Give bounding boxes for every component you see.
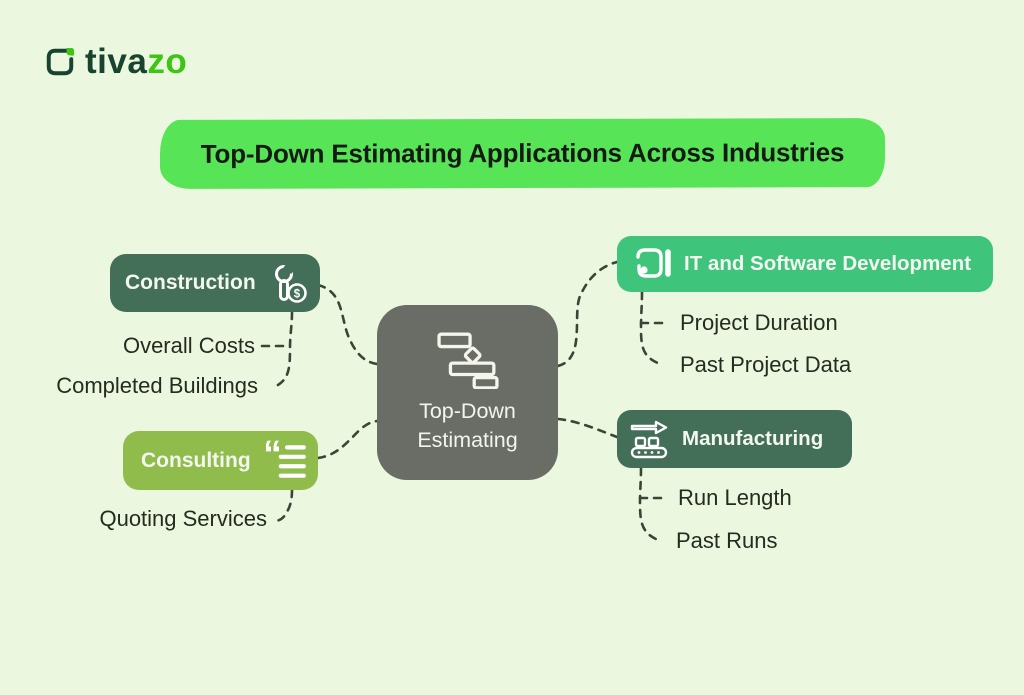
item-completed-buildings: Completed Buildings — [56, 373, 258, 398]
branch-manufacturing-label: Manufacturing — [682, 427, 824, 450]
item-overall-costs: Overall Costs — [122, 333, 255, 358]
center-node-label: Top-Down Estimating — [417, 397, 517, 454]
branch-construction: Construction $ — [110, 254, 320, 312]
branch-consulting-label: Consulting — [141, 448, 251, 472]
connector-center-manufacturing — [556, 417, 619, 439]
connector-consulting-items — [274, 488, 294, 523]
brand-mark-icon — [46, 47, 75, 75]
connector-it-items — [639, 290, 662, 366]
item-project-duration: Project Duration — [680, 310, 838, 335]
connector-construction-center — [316, 283, 379, 366]
branch-consulting: Consulting “ — [123, 431, 318, 490]
center-node-top-down-estimating: Top-Down Estimating — [377, 305, 558, 480]
software-dev-icon — [636, 248, 671, 278]
quote-lines-icon: “ — [266, 440, 306, 478]
branch-construction-label: Construction — [125, 271, 256, 294]
branch-manufacturing: Manufacturing — [617, 410, 852, 468]
center-node-label-line1: Top-Down — [419, 399, 516, 424]
brand-logo: tivazo — [45, 44, 187, 79]
brand-name-primary: tiva — [85, 42, 148, 81]
quote-marks-glyph: “ — [266, 440, 282, 475]
dollar-symbol: $ — [294, 289, 301, 301]
connector-manufacturing-items — [638, 466, 660, 542]
item-run-length: Run Length — [678, 485, 792, 510]
branch-it-software-development: IT and Software Development — [617, 236, 993, 292]
conveyor-belt-icon — [630, 420, 668, 459]
item-quoting-services: Quoting Services — [99, 506, 267, 531]
item-past-runs: Past Runs — [676, 528, 778, 553]
wrench-dollar-icon: $ — [275, 262, 307, 303]
connector-construction-items — [270, 310, 294, 390]
gantt-chart-icon — [436, 332, 499, 390]
connector-consulting-center — [316, 419, 379, 460]
brand-logo-text: tivazo — [85, 44, 187, 79]
connector-center-it — [556, 260, 619, 368]
item-past-project-data: Past Project Data — [680, 352, 852, 377]
center-node-label-line2: Estimating — [417, 427, 518, 452]
brand-name-accent: zo — [147, 42, 188, 81]
branch-it-label: IT and Software Development — [684, 252, 972, 275]
